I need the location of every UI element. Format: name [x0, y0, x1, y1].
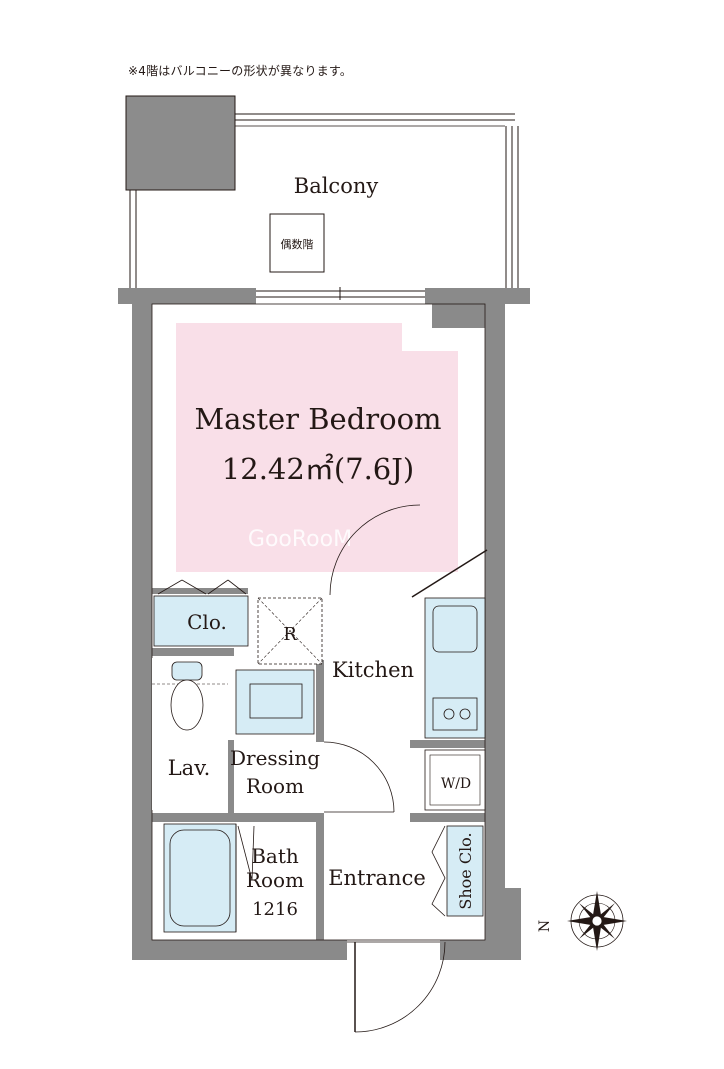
dressing-label-1: Dressing — [230, 746, 320, 770]
dressing-room: Dressing Room — [230, 669, 395, 813]
refrigerator: R — [257, 597, 323, 665]
bedroom-label: Master Bedroom — [194, 402, 441, 436]
burner-right — [459, 708, 471, 720]
bath-label-2: Room — [246, 868, 304, 892]
compass-icon — [567, 891, 627, 951]
sink — [432, 605, 478, 653]
walls — [118, 287, 530, 960]
balcony-area: Balcony 偶数階 — [125, 95, 519, 288]
bath-size: 1216 — [252, 899, 298, 920]
kitchen-label: Kitchen — [332, 658, 414, 682]
watermark: GooRooM — [248, 527, 352, 552]
entrance-label: Entrance — [328, 866, 426, 890]
closet: Clo. — [153, 579, 249, 647]
bedroom-door — [411, 549, 488, 598]
front-door-swing — [354, 941, 446, 1033]
balcony-unit — [125, 95, 236, 191]
even-floor-label: 偶数階 — [281, 237, 314, 251]
compass-north-label: N — [537, 920, 553, 932]
bedroom-floor — [176, 323, 458, 572]
bathtub — [169, 829, 231, 927]
lavatory-label: Lav. — [168, 756, 211, 780]
dressing-label-2: Room — [246, 774, 304, 798]
burner-left — [443, 708, 455, 720]
floor-note: ※4階はバルコニーの形状が異なります。 — [128, 64, 353, 78]
master-bedroom: Master Bedroom 12.42㎡(7.6J) GooRooM — [176, 323, 488, 598]
washer-dryer: W/D — [424, 749, 486, 811]
toilet-tank — [171, 661, 203, 681]
toilet-bowl — [170, 679, 204, 731]
refrigerator-label: R — [283, 624, 297, 645]
kitchen: Kitchen — [332, 597, 486, 739]
vanity-basin — [249, 683, 303, 719]
bath-room: Bath Room 1216 — [163, 823, 304, 933]
bedroom-door-swing — [329, 504, 421, 596]
bedroom-area: 12.42㎡(7.6J) — [222, 452, 414, 486]
lavatory: Lav. — [152, 658, 228, 810]
bath-label-1: Bath — [251, 844, 299, 868]
even-floor-box — [269, 213, 325, 273]
balcony-label: Balcony — [294, 174, 379, 198]
washer-dryer-label: W/D — [441, 776, 471, 792]
dressing-door-swing — [323, 741, 395, 813]
shoe-closet — [446, 825, 484, 917]
entrance: Entrance Shoe Clo. — [328, 825, 484, 1033]
closet-label: Clo. — [187, 610, 227, 634]
shoe-closet-label: Shoe Clo. — [456, 832, 475, 909]
